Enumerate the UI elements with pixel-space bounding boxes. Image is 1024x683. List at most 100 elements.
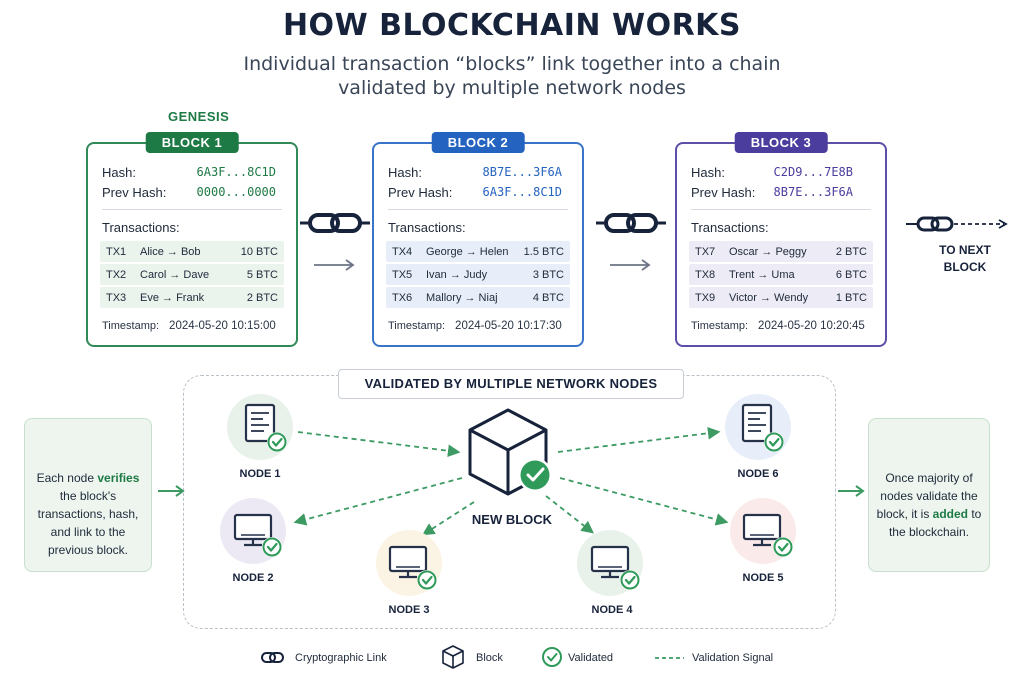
block-2-hash-row: Hash:8B7E...3F6A xyxy=(388,165,568,180)
block-3-hash: C2D9...7E8B xyxy=(773,165,853,179)
arrow-right-icon xyxy=(838,485,865,497)
tx-parties: Victor → Wendy xyxy=(729,291,809,304)
tx-amount: 1.5 BTC xyxy=(523,245,564,258)
arrow-right-icon xyxy=(314,259,355,271)
tx-id: TX3 xyxy=(106,291,127,304)
check-icon xyxy=(265,430,289,454)
validation-signals xyxy=(293,426,729,536)
tx-amount: 5 BTC xyxy=(246,268,278,281)
node-4-graphic xyxy=(577,530,643,596)
node-3-graphic xyxy=(376,530,442,596)
tx-id: TX8 xyxy=(695,268,716,281)
transaction-row: TX1 Alice → Bob 10 BTC xyxy=(100,241,284,262)
timestamp-value: 2024-05-20 10:20:45 xyxy=(758,320,865,332)
tx-id: TX1 xyxy=(106,245,127,258)
tx-amount: 4 BTC xyxy=(532,291,564,304)
chain-link-icon xyxy=(916,216,954,232)
tx-id: TX2 xyxy=(106,268,127,281)
block-1-prev-hash: 0000...0000 xyxy=(196,185,276,199)
block-1-hash: 6A3F...8C1D xyxy=(196,165,276,179)
block-3-prev-hash-row: Prev Hash: 8B7E...3F6A xyxy=(691,185,871,200)
chain-link-1-2 xyxy=(300,213,370,271)
block-1-tag: BLOCK 1 xyxy=(145,132,239,153)
block-3-hash-row: Hash: C2D9...7E8B xyxy=(691,165,871,180)
block-1-prev-hash-row: Prev Hash: 0000...0000 xyxy=(102,185,282,200)
block-3-prev-hash: 8B7E...3F6A xyxy=(773,185,853,199)
transactions-label: Transactions: xyxy=(691,220,769,235)
nodes-section-title: VALIDATED BY MULTIPLE NETWORK NODES xyxy=(338,369,684,399)
chain-link-icon xyxy=(300,213,370,233)
prev-hash-label: Prev Hash: xyxy=(102,185,167,200)
block-2-timestamp: Timestamp: 2024-05-20 10:17:30 xyxy=(388,320,562,332)
verification-note: Each node verifies the block's transacti… xyxy=(24,418,152,572)
transaction-row: TX2 Carol → Dave 5 BTC xyxy=(100,264,284,285)
signal-node-3 xyxy=(421,501,475,536)
node-2-graphic xyxy=(220,498,286,564)
prev-hash-label: Prev Hash: xyxy=(691,185,756,200)
check-icon xyxy=(618,568,642,592)
divider xyxy=(102,209,282,210)
transactions-label: Transactions: xyxy=(102,220,180,235)
block-1-hash-row: Hash: 6A3F...8C1D xyxy=(102,165,282,180)
tx-parties: Carol → Dave xyxy=(140,268,210,281)
genesis-label: GENESIS xyxy=(168,109,230,124)
divider xyxy=(691,209,871,210)
timestamp-label: Timestamp: xyxy=(388,320,446,332)
tx-amount: 3 BTC xyxy=(532,268,564,281)
new-block-label: NEW BLOCK xyxy=(471,512,553,527)
signal-node-1 xyxy=(297,431,461,458)
tx-parties: Mallory → Niaj xyxy=(426,291,498,304)
timestamp-value: 2024-05-20 10:17:30 xyxy=(455,320,562,332)
chain-link-2-3 xyxy=(596,213,666,271)
tx-id: TX6 xyxy=(392,291,413,304)
block-2-prev-hash: 6A3F...8C1D xyxy=(482,185,562,199)
tx-amount: 10 BTC xyxy=(240,245,278,258)
note-text: the block's transactions, hash, and link… xyxy=(37,489,139,557)
check-icon xyxy=(415,568,439,592)
hash-label: Hash: xyxy=(691,165,725,180)
node-6-graphic xyxy=(725,394,791,460)
legend-check-icon xyxy=(542,647,562,667)
validated-check-icon xyxy=(518,458,552,492)
tx-parties: Ivan → Judy xyxy=(426,268,488,281)
signal-node-5 xyxy=(559,477,729,526)
legend-cube-icon xyxy=(442,645,464,669)
node-6-label: NODE 6 xyxy=(737,468,779,480)
prev-hash-label: Prev Hash: xyxy=(388,185,453,200)
tx-parties: Eve → Frank xyxy=(140,291,205,304)
next-block-label-line-1: TO NEXT xyxy=(939,243,991,257)
legend-chain-link-icon xyxy=(261,652,284,663)
tx-id: TX9 xyxy=(695,291,716,304)
arrow-right-icon xyxy=(158,485,185,497)
node-5-graphic xyxy=(730,498,796,564)
page-title: HOW BLOCKCHAIN WORKS xyxy=(282,8,742,43)
transaction-row: TX3 Eve → Frank 2 BTC xyxy=(100,287,284,308)
node-4-label: NODE 4 xyxy=(591,604,633,616)
hash-label: Hash: xyxy=(102,165,136,180)
legend-signal-label: Validation Signal xyxy=(692,652,774,664)
legend-validated-label: Validated xyxy=(568,652,614,664)
block-2-card: BLOCK 2 Hash:8B7E...3F6A Prev Hash: 6A3F.… xyxy=(372,132,584,347)
block-3-tag: BLOCK 3 xyxy=(734,132,828,153)
block-2-tag: BLOCK 2 xyxy=(431,132,525,153)
block-1-timestamp: Timestamp:2024-05-20 10:15:00 xyxy=(102,320,276,332)
block-2-hash: 8B7E...3F6A xyxy=(482,165,562,179)
tx-amount: 2 BTC xyxy=(835,245,867,258)
tx-amount: 6 BTC xyxy=(835,268,867,281)
block-3-timestamp: Timestamp:2024-05-20 10:20:45 xyxy=(691,320,865,332)
tx-parties: Alice → Bob xyxy=(140,245,201,258)
check-icon xyxy=(771,535,795,559)
signal-node-4 xyxy=(545,495,594,534)
block-1-card: BLOCK 1 Hash: 6A3F...8C1D Prev Hash: 0000.… xyxy=(86,132,298,347)
note-text: to the blockchain. xyxy=(888,507,982,539)
tx-id: TX4 xyxy=(392,245,413,258)
tx-amount: 2 BTC xyxy=(246,291,278,304)
tx-parties: Trent → Uma xyxy=(729,268,795,281)
node-3-label: NODE 3 xyxy=(388,604,430,616)
tx-id: TX5 xyxy=(392,268,413,281)
tx-id: TX7 xyxy=(695,245,716,258)
transactions-label: Transactions: xyxy=(388,220,466,235)
consensus-note-text: Once majority of nodes validate the bloc… xyxy=(873,469,985,541)
